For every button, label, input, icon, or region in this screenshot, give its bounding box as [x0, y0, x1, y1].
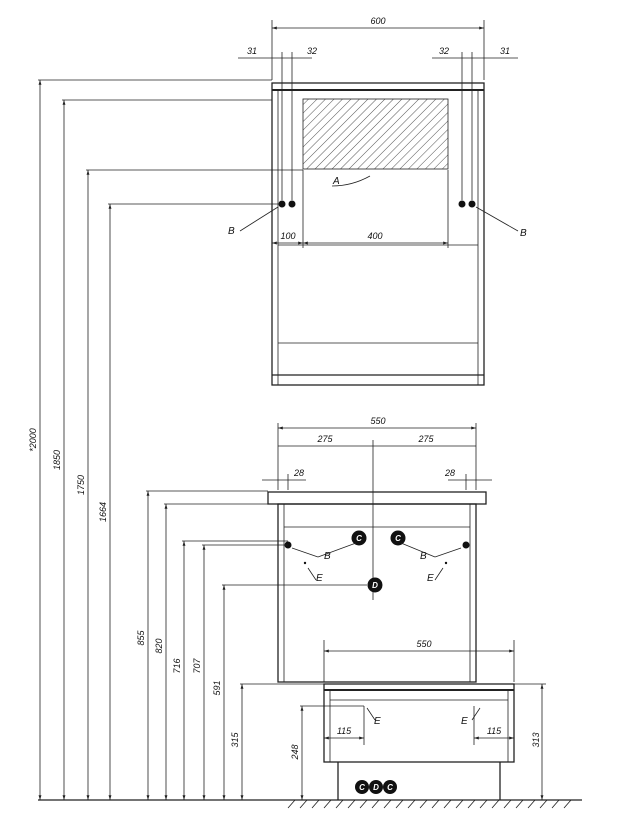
height-313-label: 313 [531, 732, 541, 747]
base-callout-e-left: E [374, 716, 381, 727]
height-1850-label: 1850 [52, 450, 62, 470]
mount-hole [468, 200, 476, 208]
base-offset-dimensions: 115 115 [324, 706, 514, 745]
base-markers: C D C [355, 780, 397, 794]
marker-c2: C [395, 534, 401, 543]
mount-hole [288, 200, 296, 208]
base-marker-c-left: C [359, 783, 365, 792]
mirror-hole-dimensions: 100 400 [272, 170, 449, 248]
mirror-width-label: 600 [370, 16, 385, 26]
cabinet-callouts: B B E E [226, 542, 462, 586]
screw-point [444, 561, 448, 565]
base-marker-d: D [373, 783, 379, 792]
cabinet-width-dimension: 550 275 275 [277, 416, 477, 600]
mirror-callout-b-right: B [520, 228, 527, 239]
mount-hole [458, 200, 466, 208]
height-1664-label: 1664 [98, 502, 108, 522]
height-820-label: 820 [154, 638, 164, 653]
height-591-label: 591 [212, 680, 222, 695]
marker-d: D [372, 581, 378, 590]
half-right-label: 275 [417, 434, 434, 444]
base-offset-left-label: 115 [337, 726, 352, 736]
callout-a: A [332, 176, 340, 187]
height-dimensions: *2000 1850 1750 1664 855 820 716 707 591 [28, 79, 546, 800]
cabinet-callout-e-right: E [427, 573, 434, 584]
hole-offset-label: 100 [280, 231, 295, 241]
screw-point [303, 561, 307, 565]
base-callouts: E E [366, 707, 481, 727]
base-callout-e-right: E [461, 716, 468, 727]
height-248-label: 248 [290, 744, 300, 760]
cabinet-callout-e-left: E [316, 573, 323, 584]
base-offset-right-label: 115 [487, 726, 502, 736]
cabinet-callout-b-left: B [324, 551, 331, 562]
base-width-dimension: 550 [323, 639, 515, 682]
height-707-label: 707 [192, 658, 202, 674]
floor [38, 799, 582, 809]
mirror-offset-dimensions: 31 32 32 31 [238, 46, 518, 200]
height-716-label: 716 [172, 658, 182, 673]
hole-spacing-label: 400 [367, 231, 382, 241]
height-1750-label: 1750 [76, 475, 86, 495]
hatched-area-a [302, 98, 449, 170]
mirror-callout-b-left: B [228, 226, 235, 237]
offset-right-label: 31 [500, 46, 510, 56]
mount-hole [278, 200, 286, 208]
half-left-label: 275 [316, 434, 333, 444]
offset-left-inner-label: 32 [307, 46, 317, 56]
offset-left-label: 31 [247, 46, 257, 56]
mirror-cabinet [271, 82, 485, 386]
marker-c1: C [356, 534, 362, 543]
height-2000-label: *2000 [28, 428, 38, 452]
mirror-width-dimension: 600 [271, 16, 485, 80]
cabinet-callout-b-right: B [420, 551, 427, 562]
offset-right-inner-label: 32 [439, 46, 449, 56]
base-marker-c-right: C [387, 783, 393, 792]
height-315-label: 315 [230, 732, 240, 748]
cabinet-markers: C C D [351, 530, 406, 593]
height-855-label: 855 [136, 630, 146, 646]
edge-right-label: 28 [444, 468, 455, 478]
base-width-label: 550 [416, 639, 431, 649]
mount-hole [462, 541, 470, 549]
cabinet-width-label: 550 [370, 416, 385, 426]
base-unit [323, 683, 515, 800]
mirror-callouts: A B B [228, 175, 527, 239]
edge-left-label: 28 [293, 468, 304, 478]
cabinet-edge-dimensions: 28 28 [262, 468, 492, 490]
